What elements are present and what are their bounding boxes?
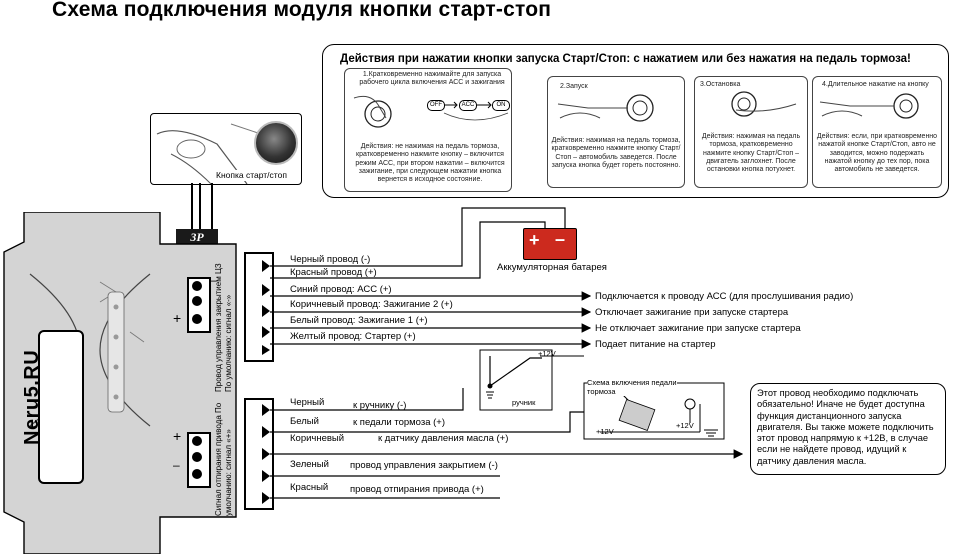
panel-3-illustration [731, 91, 797, 117]
wire-brown-label: Коричневый провод: Зажигание 2 (+) [290, 299, 453, 310]
upper-plus-sign: + [173, 310, 182, 326]
button-cable [191, 183, 213, 233]
brake-pedal-label: Схема включения педали тормоза [587, 378, 677, 396]
wire-yellow-note: Подает питание на стартер [595, 339, 716, 350]
lower-minus-sign: – [173, 458, 180, 472]
battery-label: Аккумуляторная батарея [497, 262, 607, 273]
panel-2-caption: 2.Запуск [560, 83, 588, 90]
button-cable-mid [199, 183, 201, 233]
panel-4-illustration [819, 93, 919, 119]
oil-sensor-note: Этот провод необходимо подключать обязат… [750, 383, 946, 475]
panel-4-description: Действия: если, при кратковременно нажат… [816, 133, 938, 174]
panel-1-illustration [353, 95, 509, 128]
panel-1-caption: 1.Кратковременно нажимайте для запуска р… [359, 71, 505, 87]
start-stop-button-icon [254, 121, 298, 165]
wire-red-label: Красный провод (+) [290, 267, 377, 278]
panel-4-caption: 4.Длительное нажатие на кнопку [822, 81, 929, 88]
battery [523, 228, 577, 260]
upper-minus-sign: – [210, 273, 217, 287]
wire-white-note: Не отключает зажигание при запуске старт… [595, 323, 801, 334]
brake-voltage-right: +12V [676, 421, 694, 430]
button-label: Кнопка старт/стоп [214, 170, 289, 181]
lower-wire-brown-color: Коричневый [290, 433, 345, 444]
upper-connector [244, 252, 274, 362]
lower-wire-red-color: Красный [290, 482, 329, 493]
wire-blue-label: Синий провод: АСС (+) [290, 284, 392, 295]
lower-wire-white-desc: к педали тормоза (+) [353, 417, 446, 428]
battery-minus: – [555, 229, 566, 249]
action-panel-2 [547, 76, 685, 188]
action-panel-4 [812, 76, 942, 188]
lower-wire-brown-desc: к датчику давления масла (+) [378, 433, 509, 444]
panel-3-description: Действия: нажимая на педаль тормоза, кра… [701, 133, 801, 174]
lower-wire-green-color: Зеленый [290, 459, 329, 470]
actions-header: Действия при нажатии кнопки запуска Стар… [340, 53, 911, 65]
upper-jumper-pin-1 [192, 281, 202, 291]
panel-2-description: Действия: нажимая на педаль тормоза, кра… [551, 137, 681, 169]
lower-wire-black-desc: к ручнику (-) [353, 400, 407, 411]
lower-jumper-pin-3 [192, 469, 202, 479]
brake-voltage-left: +12V [596, 427, 614, 436]
panel-1-description: Действия: не нажимая на педаль тормоза, … [355, 143, 505, 184]
lower-wire-black-color: Черный [290, 397, 325, 408]
handbrake-label: ручник [512, 398, 536, 407]
handbrake-voltage: +12V [538, 349, 556, 358]
wire-blue-note: Подключается к проводу АСС (для прослуши… [595, 291, 854, 302]
lower-wire-red-desc: провод отпирания привода (+) [350, 484, 484, 495]
page-title: Схема подключения модуля кнопки старт-ст… [52, 0, 552, 21]
connector-3p: 3P [176, 229, 218, 246]
lower-jumper-pin-1 [192, 436, 202, 446]
wire-yellow-label: Желтый провод: Стартер (+) [290, 331, 416, 342]
panel-2-illustration [557, 94, 654, 122]
battery-plus: + [529, 230, 540, 250]
panel-3-caption: 3.Остановка [700, 81, 741, 88]
upper-jumper-pin-2 [192, 296, 202, 306]
state-on: ON [492, 100, 510, 111]
wire-white-label: Белый провод: Зажигание 1 (+) [290, 315, 428, 326]
lower-wire-green-desc: провод управления закрытием (-) [350, 460, 498, 471]
action-panel-1 [344, 68, 512, 192]
wire-brown-note: Отключает зажигание при запуске стартера [595, 307, 789, 318]
lower-wire-white-color: Белый [290, 416, 319, 427]
upper-jumper-pin-3 [192, 314, 202, 324]
button-illustration [150, 113, 302, 185]
lower-jumper-pin-2 [192, 452, 202, 462]
wire-black-label: Черный провод (-) [290, 254, 371, 265]
lower-plus-sign: + [173, 428, 182, 444]
module-brand-badge [38, 330, 84, 484]
